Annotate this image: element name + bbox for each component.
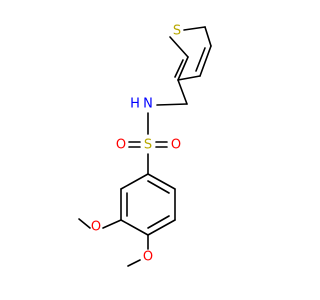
structure-svg: S N H S O O O O bbox=[78, 24, 212, 267]
bond-o3-me bbox=[78, 218, 91, 229]
bond-b6-b1-inner bbox=[147, 180, 170, 194]
atom-n: N bbox=[143, 97, 153, 112]
bond-c3-c4 bbox=[177, 75, 201, 81]
bond-s1-c5 bbox=[183, 26, 206, 31]
bond-c5-c6 bbox=[204, 26, 212, 47]
bond-c3-ch2 bbox=[177, 79, 188, 105]
atom-o-methoxy3: O bbox=[91, 220, 101, 235]
bond-ch2-n bbox=[156, 103, 188, 106]
bond-b6-b1 bbox=[147, 173, 176, 190]
atom-o-left: O bbox=[116, 138, 126, 153]
atom-h: H bbox=[130, 97, 140, 112]
bond-b4-b5 bbox=[147, 219, 176, 236]
bond-b3-b4 bbox=[120, 219, 149, 236]
atom-o-right: O bbox=[171, 138, 181, 153]
bond-c2-c3 bbox=[177, 56, 189, 81]
bond-b3-o3 bbox=[102, 219, 122, 229]
bond-s1-c2 bbox=[169, 36, 189, 58]
atom-o-methoxy4: O bbox=[143, 250, 153, 265]
atom-s-thiophene: S bbox=[173, 24, 181, 39]
bond-c4-c5 bbox=[199, 45, 212, 77]
bond-c2-c3-double bbox=[174, 59, 184, 78]
molecule-diagram: S N H S O O O O bbox=[78, 23, 212, 267]
bond-o4-me bbox=[127, 259, 141, 267]
bond-b1-b2 bbox=[120, 173, 149, 190]
atom-s-sulfonyl: S bbox=[144, 138, 152, 153]
bond-c4-c5-double bbox=[195, 47, 206, 72]
bond-b4-b5-inner bbox=[147, 215, 170, 229]
